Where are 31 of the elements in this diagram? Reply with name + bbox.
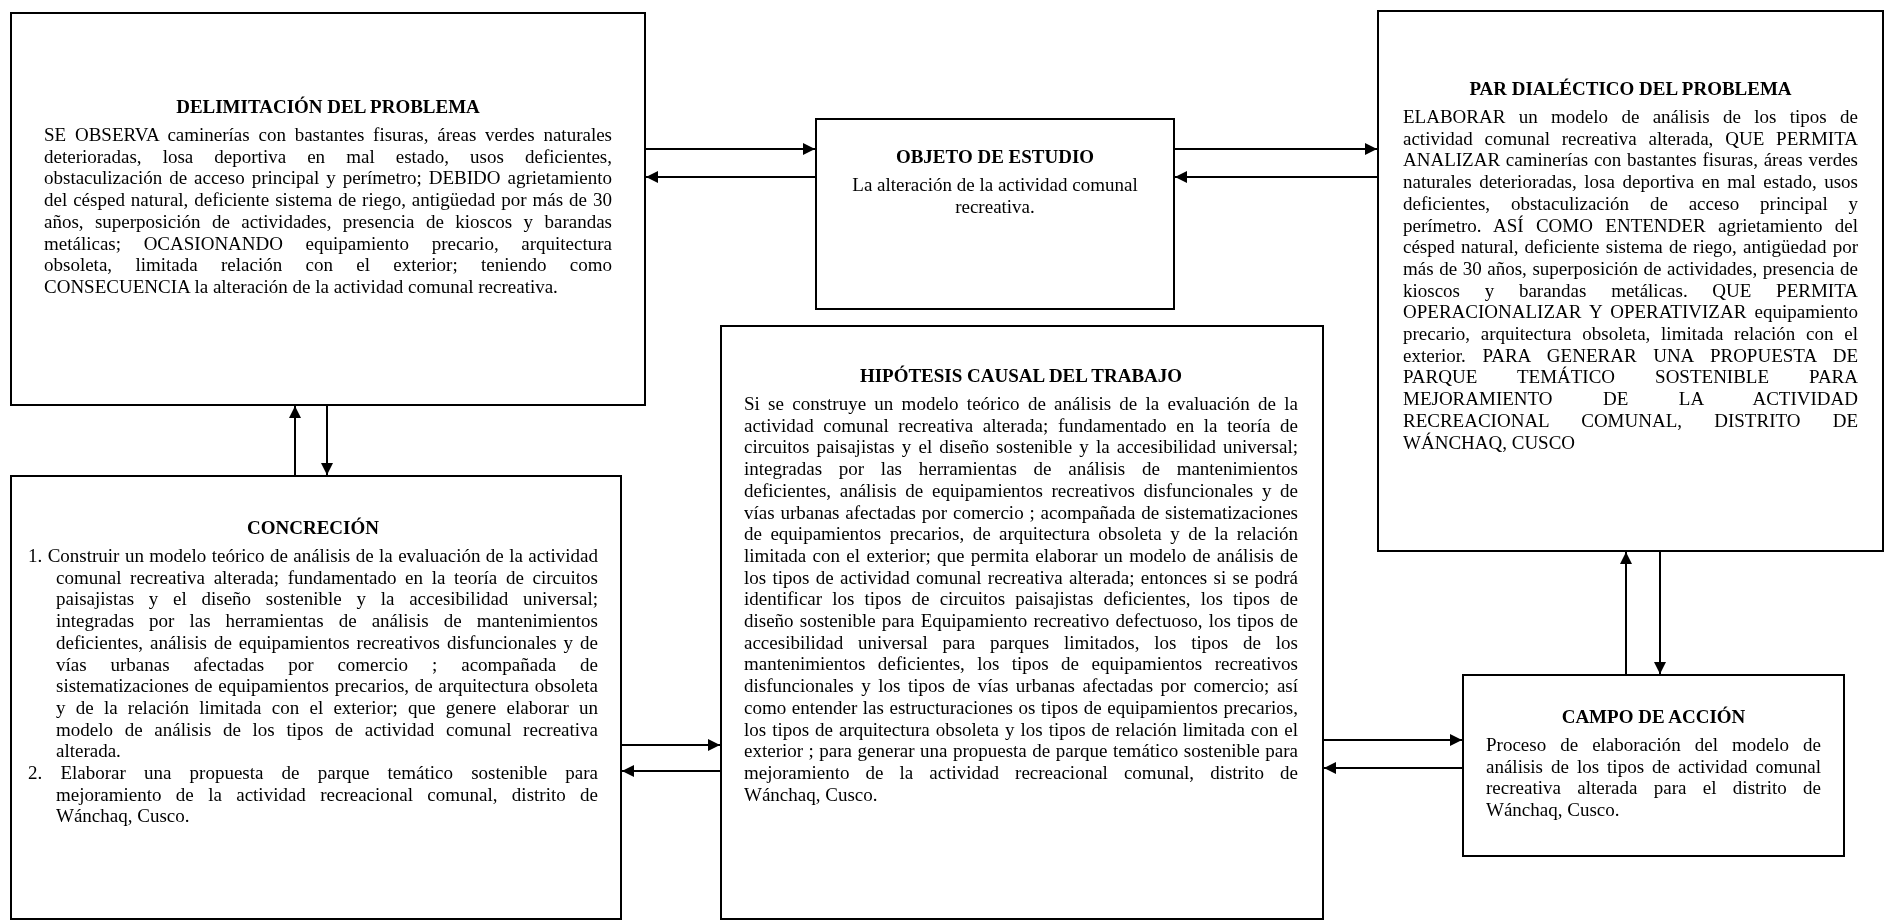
arrow <box>621 765 721 777</box>
box-title: OBJETO DE ESTUDIO <box>894 146 1096 168</box>
text-box <box>720 325 1324 920</box>
box-text: Proceso de elaboración del modelo de análisis de los tipos de actividad comunal recreativa alterada para el distrito de Wánchaq, Cusco. <box>1486 734 1821 821</box>
box-text: ELABORAR un modelo de análisis de los tipos de actividad comunal recreativa alterada, QUE PERMITA ANALIZAR caminerías con bastantes fisuras, áreas verdes naturales deterioradas, losa deportiva en mal estado, usos deficientes, obstaculización de acceso principal y perímetro. ASÍ COMO ENTENDER agrietamiento del césped natural, deficiente sistema de riego, antigüedad por más de 30 años, superposición de actividades, presencia de kioscos y barandas metálicas. QUE PERMITA OPERACIONALIZAR Y OPERATIVIZAR equipamiento precario, arquitectura obsoleta, limitada relación con el exterior. PARA GENERAR UNA PROPUESTA DE PARQUE TEMÁTICO SOSTENIBLE PARA MEJORAMIENTO DE LA ACTIVIDAD RECREACIONAL COMUNAL, DISTRITO DE WÁNCHAQ, CUSCO <box>1403 106 1858 454</box>
box-title: CONCRECIÓN <box>246 517 380 539</box>
box-title: CAMPO DE ACCIÓN <box>1560 706 1747 728</box>
text-box <box>10 12 646 406</box>
arrow <box>289 405 301 476</box>
arrow <box>1323 734 1463 746</box>
box-text: La alteración de la actividad comunal recreativa. <box>851 174 1139 218</box>
arrow <box>1654 551 1666 675</box>
arrow <box>1323 762 1463 774</box>
arrow <box>645 143 816 155</box>
arrow <box>1174 171 1378 183</box>
arrow <box>1620 551 1632 675</box>
box-text: Si se construye un modelo teórico de análisis de la evaluación de la actividad comunal recreativa alterada; fundamentado en la teoría de circuitos paisajistas y el diseño sostenible y la accesibilidad universal; integradas por las herramientas de análisis de mantenimientos deficientes, análisis de equipamientos recreativos disfuncionales y de vías urbanas afectadas por comercio ; acompañada de sistematizaciones de equipamientos precarios, de arquitectura obsoleta y de la relación limitada con el exterior; que permita elaborar un modelo de análisis de los tipos de actividad comunal recreativa alterada; entonces si se podrá identificar los tipos de circuitos paisajistas deficientes, los tipos de diseño sostenible para Equipamiento recreativo defectuoso, los tipos de accesibilidad universal para parques limitados, los tipos de los mantenimientos deficientes, los tipos de equipamientos recreativos disfuncionales y los tipos de vías urbanas afectadas por comercio; así como entender las estructuraciones os tipos de equipamientos precarios, los tipos de arquitectura obsoleta y los tipos de relación limitada con el exterior ; para generar una propuesta de parque temático sostenible para mejoramiento de la actividad recreacional comunal, distrito de Wánchaq, Cusco. <box>744 393 1298 806</box>
box-text: 2. Elaborar una propuesta de parque temático sostenible para mejoramiento de la actividad recreacional comunal, distrito de Wánchaq, Cusco. <box>28 762 598 828</box>
arrow <box>645 171 816 183</box>
box-text: SE OBSERVA caminerías con bastantes fisuras, áreas verdes naturales deterioradas, losa deportiva en mal estado, usos deficientes, obstaculización de acceso principal y perímetro; DEBIDO agrietamiento del césped natural, deficiente sistema de riego, antigüedad por más de 30 años, superposición de actividades, presencia de kioscos y barandas metálicas; OCASIONANDO equipamiento precario, arquitectura obsoleta, limitada relación con el exterior; teniendo como CONSECUENCIA la alteración de la actividad comunal recreativa. <box>44 124 612 298</box>
box-text: 1. Construir un modelo teórico de análisis de la evaluación de la actividad comunal recreativa alterada; fundamentado en la teoría de circuitos paisajistas y el diseño sostenible y la accesibilidad universal; integradas por las herramientas de análisis de mantenimientos deficientes, análisis de equipamientos recreativos disfuncionales y de vías urbanas afectadas por comercio ; acompañada de sistematizaciones de equipamientos precarios, de arquitectura obsoleta y de la relación limitada con el exterior; que genere elaborar un modelo de análisis de los tipos de actividad comunal recreativa alterada. <box>28 545 598 763</box>
box-title: HIPÓTESIS CAUSAL DEL TRABAJO <box>858 365 1184 387</box>
arrow <box>621 739 721 751</box>
arrow <box>1174 143 1378 155</box>
text-box <box>10 475 622 920</box>
box-title: DELIMITACIÓN DEL PROBLEMA <box>175 96 481 118</box>
box-title: PAR DIALÉCTICO DEL PROBLEMA <box>1468 78 1793 100</box>
text-box <box>815 118 1175 310</box>
text-box <box>1462 674 1845 857</box>
text-box <box>1377 10 1884 552</box>
arrow <box>321 405 333 476</box>
